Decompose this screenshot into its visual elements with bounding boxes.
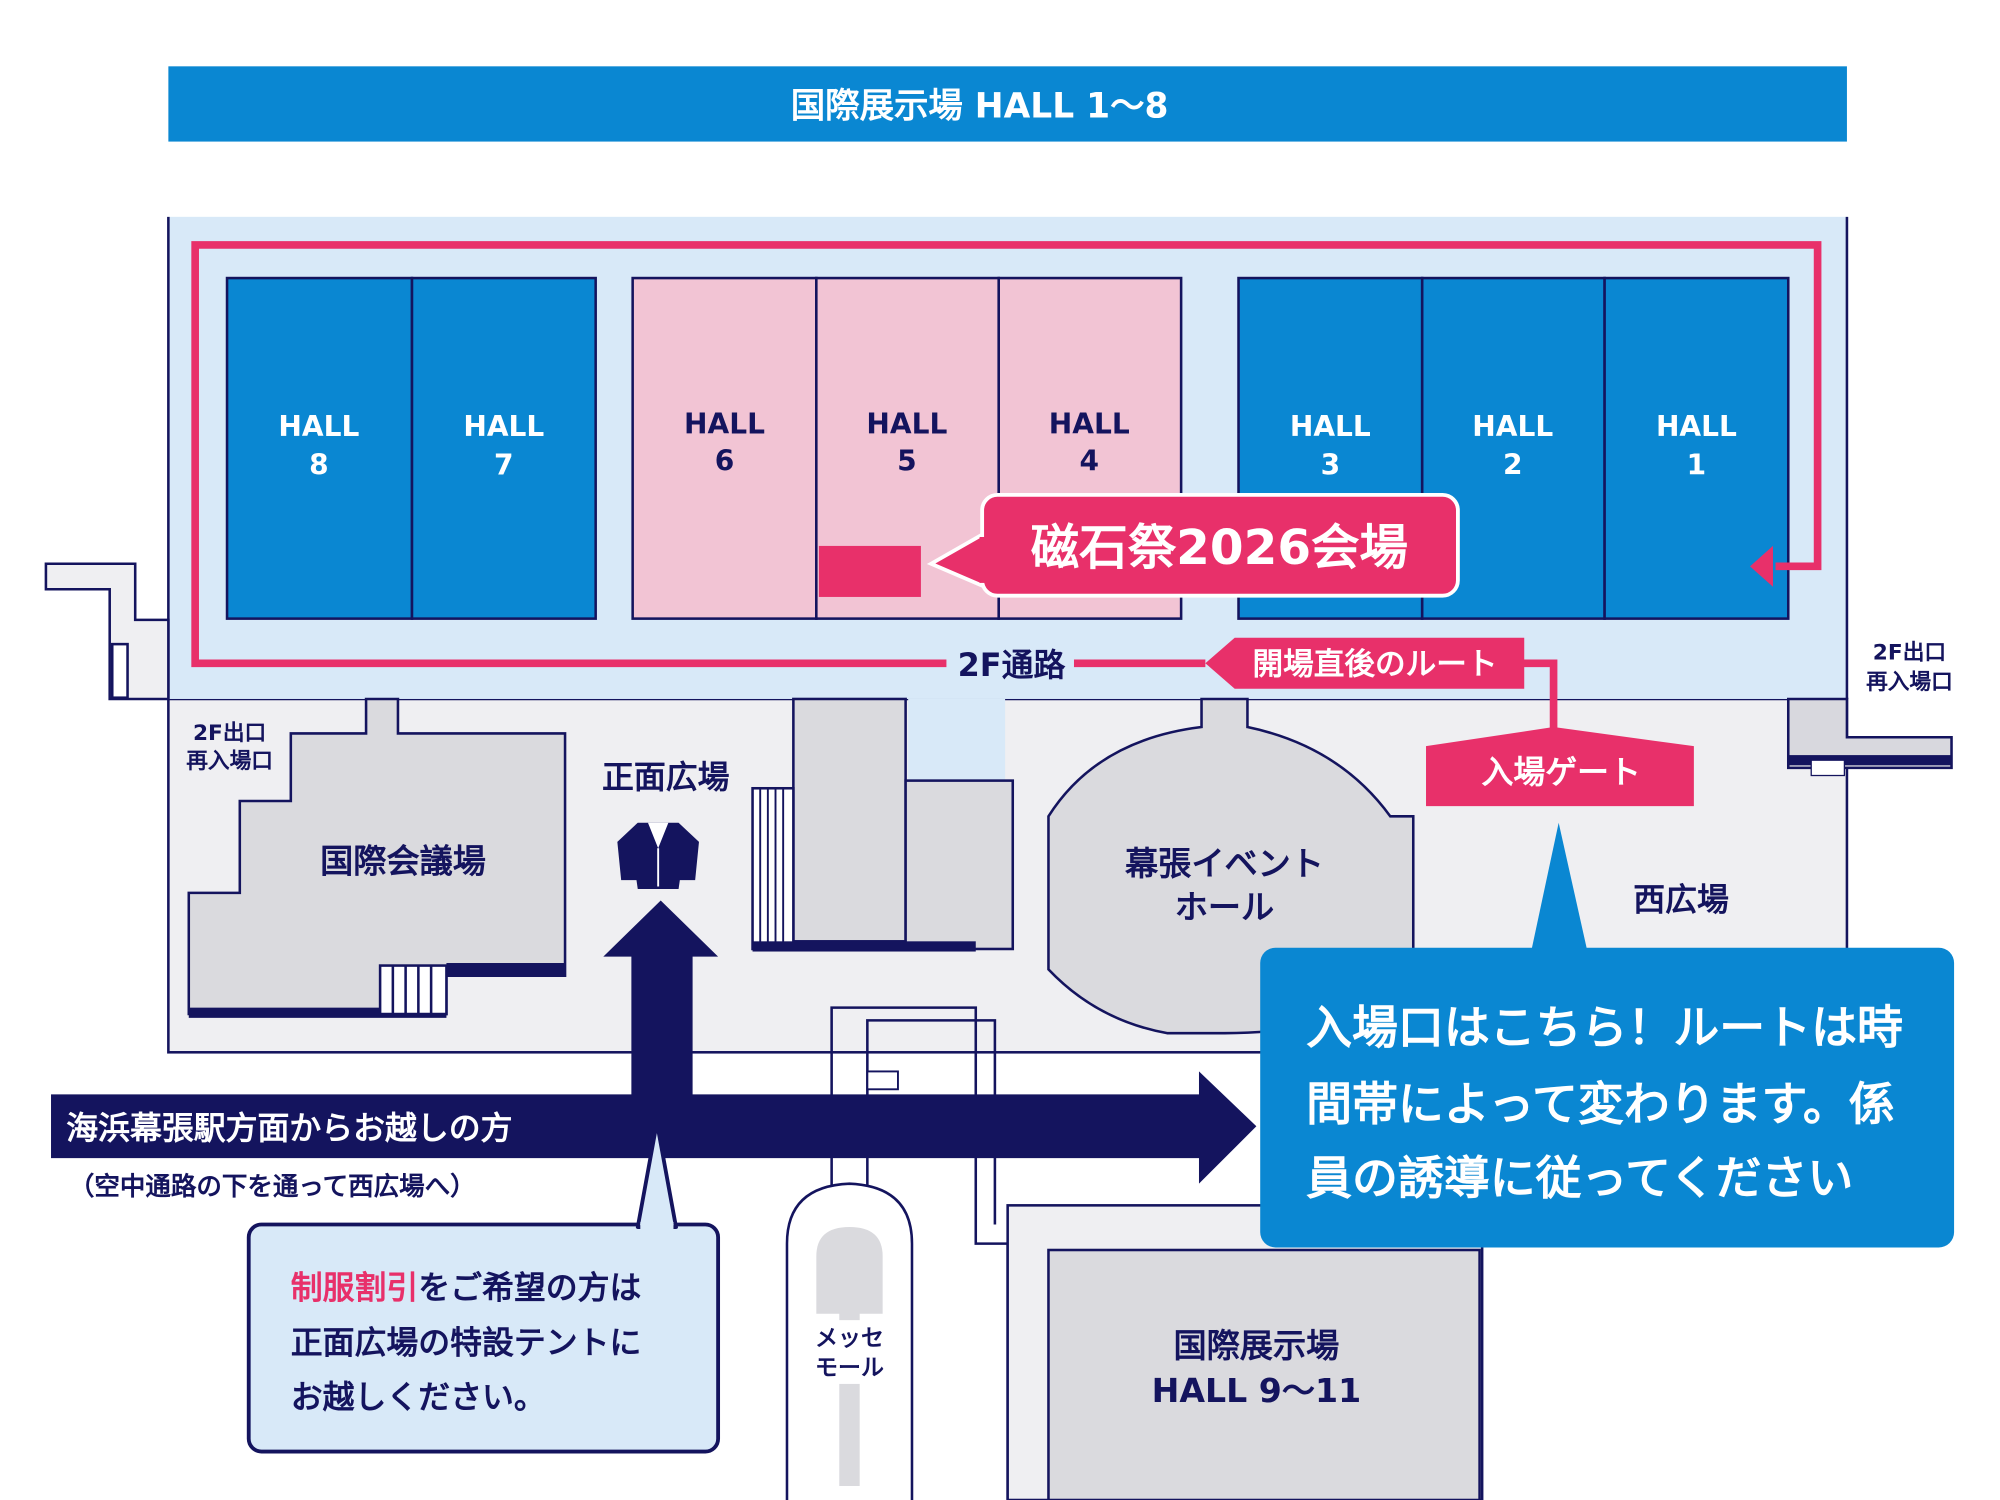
up-arrow-icon bbox=[603, 900, 719, 1097]
event-hall-label-line2: ホール bbox=[1175, 887, 1274, 926]
hall-number: 8 bbox=[309, 448, 329, 481]
hall-6[interactable] bbox=[631, 276, 818, 620]
hall-number: 4 bbox=[1080, 445, 1100, 478]
left-exit-stairs bbox=[44, 562, 170, 701]
header-banner: 国際展示場 HALL 1〜8 bbox=[168, 66, 1847, 142]
venue-callout-text: 磁石祭2026会場 bbox=[1031, 520, 1408, 576]
hall-number: 3 bbox=[1321, 448, 1341, 481]
hall-9-11-label-line1: 国際展示場 bbox=[1173, 1326, 1339, 1365]
entrance-callout-line: 入場口はこちら！ルートは時 bbox=[1306, 1000, 1903, 1054]
entrance-callout-line: 間帯によって変わります。係 bbox=[1306, 1077, 1895, 1131]
hall-labels: HALL 8 HALL 7 HALL 6 HALL 5 HALL 4 HALL … bbox=[278, 408, 1737, 482]
right-exit-stairs bbox=[1786, 697, 1953, 777]
hall-label: HALL bbox=[278, 410, 359, 443]
international-conference-hall[interactable]: 国際会議場 bbox=[187, 697, 567, 1018]
route-arrowhead-icon bbox=[1750, 545, 1773, 587]
messe-mall-label-line1: メッセ bbox=[815, 1326, 884, 1352]
left-reentry-label: 再入場口 bbox=[186, 749, 273, 774]
hall-number: 6 bbox=[715, 445, 735, 478]
uniform-discount-highlight: 制服割引 bbox=[291, 1268, 419, 1306]
hall-label: HALL bbox=[1656, 410, 1737, 443]
right-arrow-icon bbox=[51, 1071, 1257, 1184]
route-tag-text: 開場直後のルート bbox=[1253, 648, 1498, 683]
route-tag: 開場直後のルート bbox=[1205, 637, 1525, 689]
conference-label: 国際会議場 bbox=[320, 841, 486, 880]
entrance-gate[interactable]: 入場ゲート bbox=[1426, 727, 1694, 807]
corridor-label: 2F通路 bbox=[958, 646, 1066, 684]
messe-mall[interactable]: メッセ モール bbox=[785, 1182, 914, 1500]
uniform-callout-line2: 正面広場の特設テントに bbox=[291, 1323, 642, 1361]
hall-7[interactable] bbox=[410, 276, 597, 620]
uniform-callout-line1: 制服割引をご希望の方は bbox=[291, 1268, 642, 1306]
uniform-callout-line1-rest: をご希望の方は bbox=[418, 1268, 641, 1306]
hall-number: 1 bbox=[1687, 448, 1707, 481]
venue-callout: 磁石祭2026会場 bbox=[926, 492, 1460, 598]
uniform-discount-callout: 制服割引をご希望の方は 正面広場の特設テントに お越しください。 bbox=[246, 1120, 721, 1454]
right-reentry-label: 再入場口 bbox=[1866, 670, 1953, 695]
hall-label: HALL bbox=[1290, 410, 1371, 443]
hall-9-11-label-line2: HALL 9〜11 bbox=[1152, 1371, 1362, 1410]
front-plaza-label: 正面広場 bbox=[602, 758, 730, 796]
right-exit-label: 2F出口 bbox=[1873, 640, 1946, 665]
hall-9-11[interactable]: 国際展示場 HALL 9〜11 bbox=[1006, 1204, 1484, 1500]
hall-8[interactable] bbox=[225, 276, 414, 620]
uniform-jacket-icon bbox=[617, 822, 699, 890]
left-exit-label: 2F出口 bbox=[193, 721, 266, 746]
hall-label: HALL bbox=[463, 410, 544, 443]
halls bbox=[225, 276, 1790, 620]
entrance-gate-label: 入場ゲート bbox=[1482, 753, 1641, 791]
station-route-arrows bbox=[51, 900, 1257, 1184]
hall-number: 7 bbox=[494, 448, 514, 481]
event-hall-label-line1: 幕張イベント bbox=[1124, 844, 1324, 883]
messe-mall-label-line2: モール bbox=[815, 1355, 884, 1381]
entry-route-line bbox=[191, 241, 1822, 747]
hall-label: HALL bbox=[684, 408, 765, 441]
hall-label: HALL bbox=[1049, 408, 1130, 441]
hall-label: HALL bbox=[1472, 410, 1553, 443]
entrance-callout-line: 員の誘導に従ってください bbox=[1306, 1151, 1853, 1205]
west-plaza-label: 西広場 bbox=[1633, 881, 1729, 919]
station-route-subtitle: （空中通路の下を通って西広場へ） bbox=[69, 1172, 476, 1202]
hall-label: HALL bbox=[866, 408, 947, 441]
header-title: 国際展示場 HALL 1〜8 bbox=[791, 86, 1169, 126]
venue-booth-marker bbox=[818, 545, 921, 597]
uniform-callout-line3: お越しください。 bbox=[291, 1378, 546, 1416]
station-route-title: 海浜幕張駅方面からお越しの方 bbox=[66, 1109, 512, 1147]
hall-number: 5 bbox=[897, 445, 917, 478]
entrance-info-callout: 入場口はこちら！ルートは時 間帯によって変わります。係 員の誘導に従ってください bbox=[1260, 822, 1955, 1248]
hall-number: 2 bbox=[1503, 448, 1523, 481]
